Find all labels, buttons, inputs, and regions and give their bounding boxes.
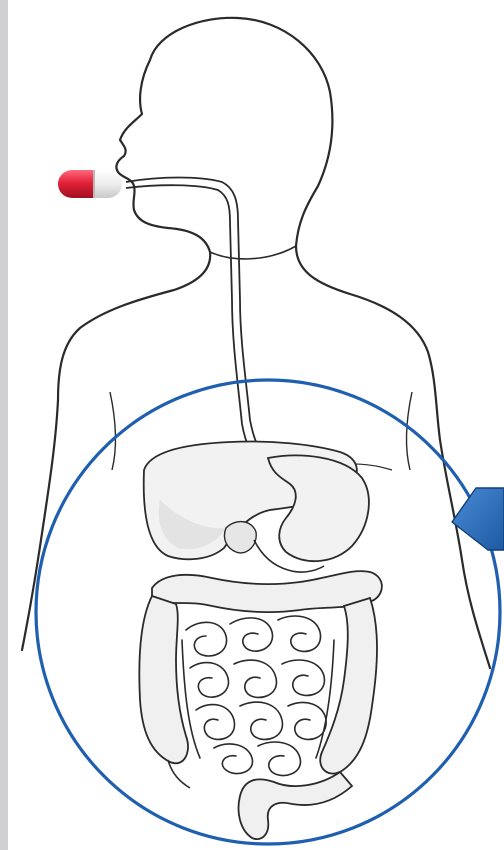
sigmoid-colon	[239, 772, 353, 839]
neck-line	[210, 246, 296, 259]
gallbladder	[224, 522, 256, 553]
appendix	[168, 760, 190, 788]
chest-line-left	[110, 392, 116, 470]
body-silhouette	[22, 18, 490, 668]
esophagus	[126, 178, 268, 459]
descending-colon	[320, 598, 377, 774]
pill-capsule-icon	[58, 170, 122, 198]
ascending-colon	[139, 596, 188, 763]
small-intestine	[182, 616, 334, 776]
